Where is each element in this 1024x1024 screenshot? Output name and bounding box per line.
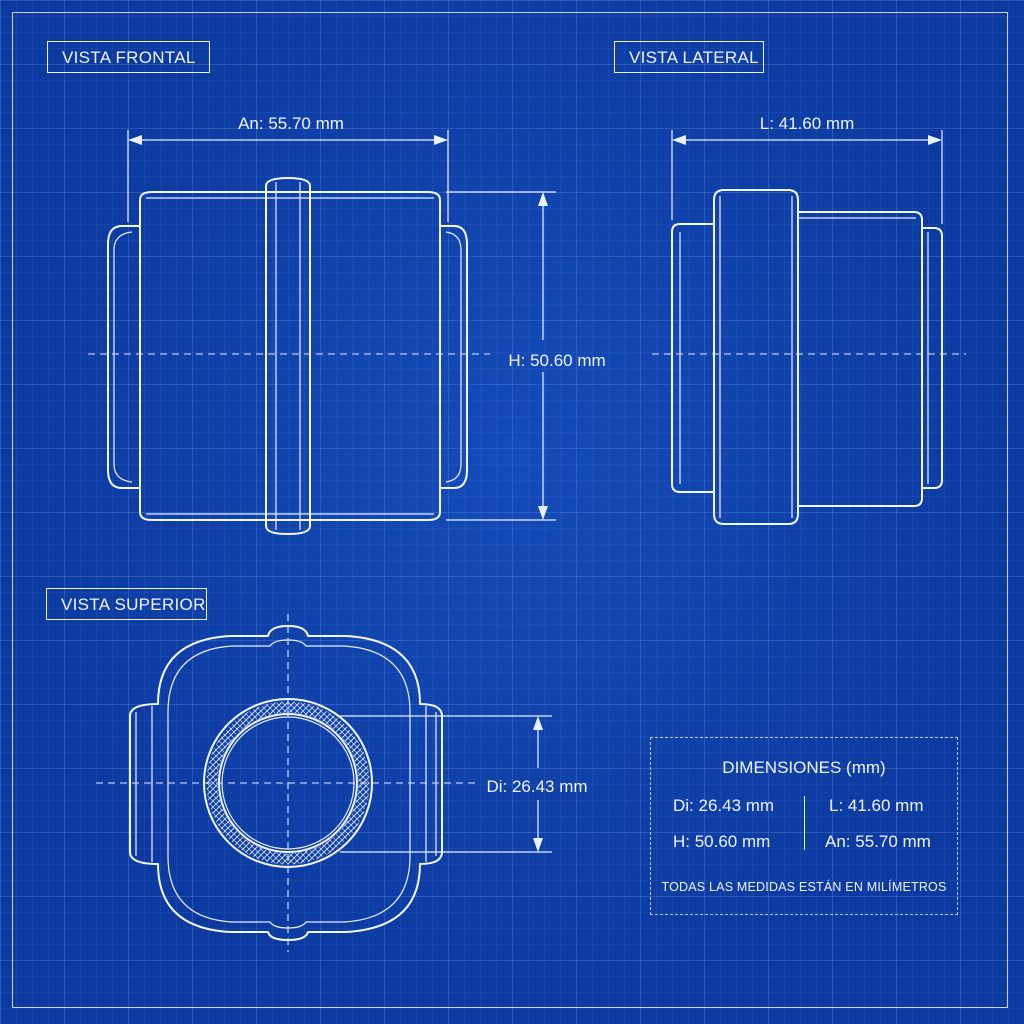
dimensions-summary-box: DIMENSIONES (mm) Di: 26.43 mm L: 41.60 m… <box>650 737 958 915</box>
front-height-dimension: H: 50.60 mm <box>508 351 605 370</box>
summary-l: L: 41.60 mm <box>829 796 924 815</box>
top-view: Di: 26.43 mm <box>96 614 588 952</box>
label-front-view: VISTA FRONTAL <box>47 41 210 73</box>
summary-di: Di: 26.43 mm <box>673 796 775 815</box>
side-length-dimension: L: 41.60 mm <box>760 114 855 133</box>
summary-h: H: 50.60 mm <box>673 832 771 851</box>
label-top-view: VISTA SUPERIOR <box>46 588 207 620</box>
front-width-dimension: An: 55.70 mm <box>238 114 344 133</box>
front-view: An: 55.70 mm H: 50.60 mm <box>88 114 606 535</box>
drawing-frame <box>12 12 1008 1008</box>
label-side-view: VISTA LATERAL <box>614 41 764 73</box>
summary-an: An: 55.70 mm <box>825 832 931 851</box>
inner-diameter-dimension: Di: 26.43 mm <box>486 777 587 796</box>
summary-title: DIMENSIONES (mm) <box>722 758 886 777</box>
summary-note: TODAS LAS MEDIDAS ESTÁN EN MILÍMETROS <box>661 880 947 894</box>
summary-divider <box>804 796 805 850</box>
side-view: L: 41.60 mm <box>652 114 966 525</box>
